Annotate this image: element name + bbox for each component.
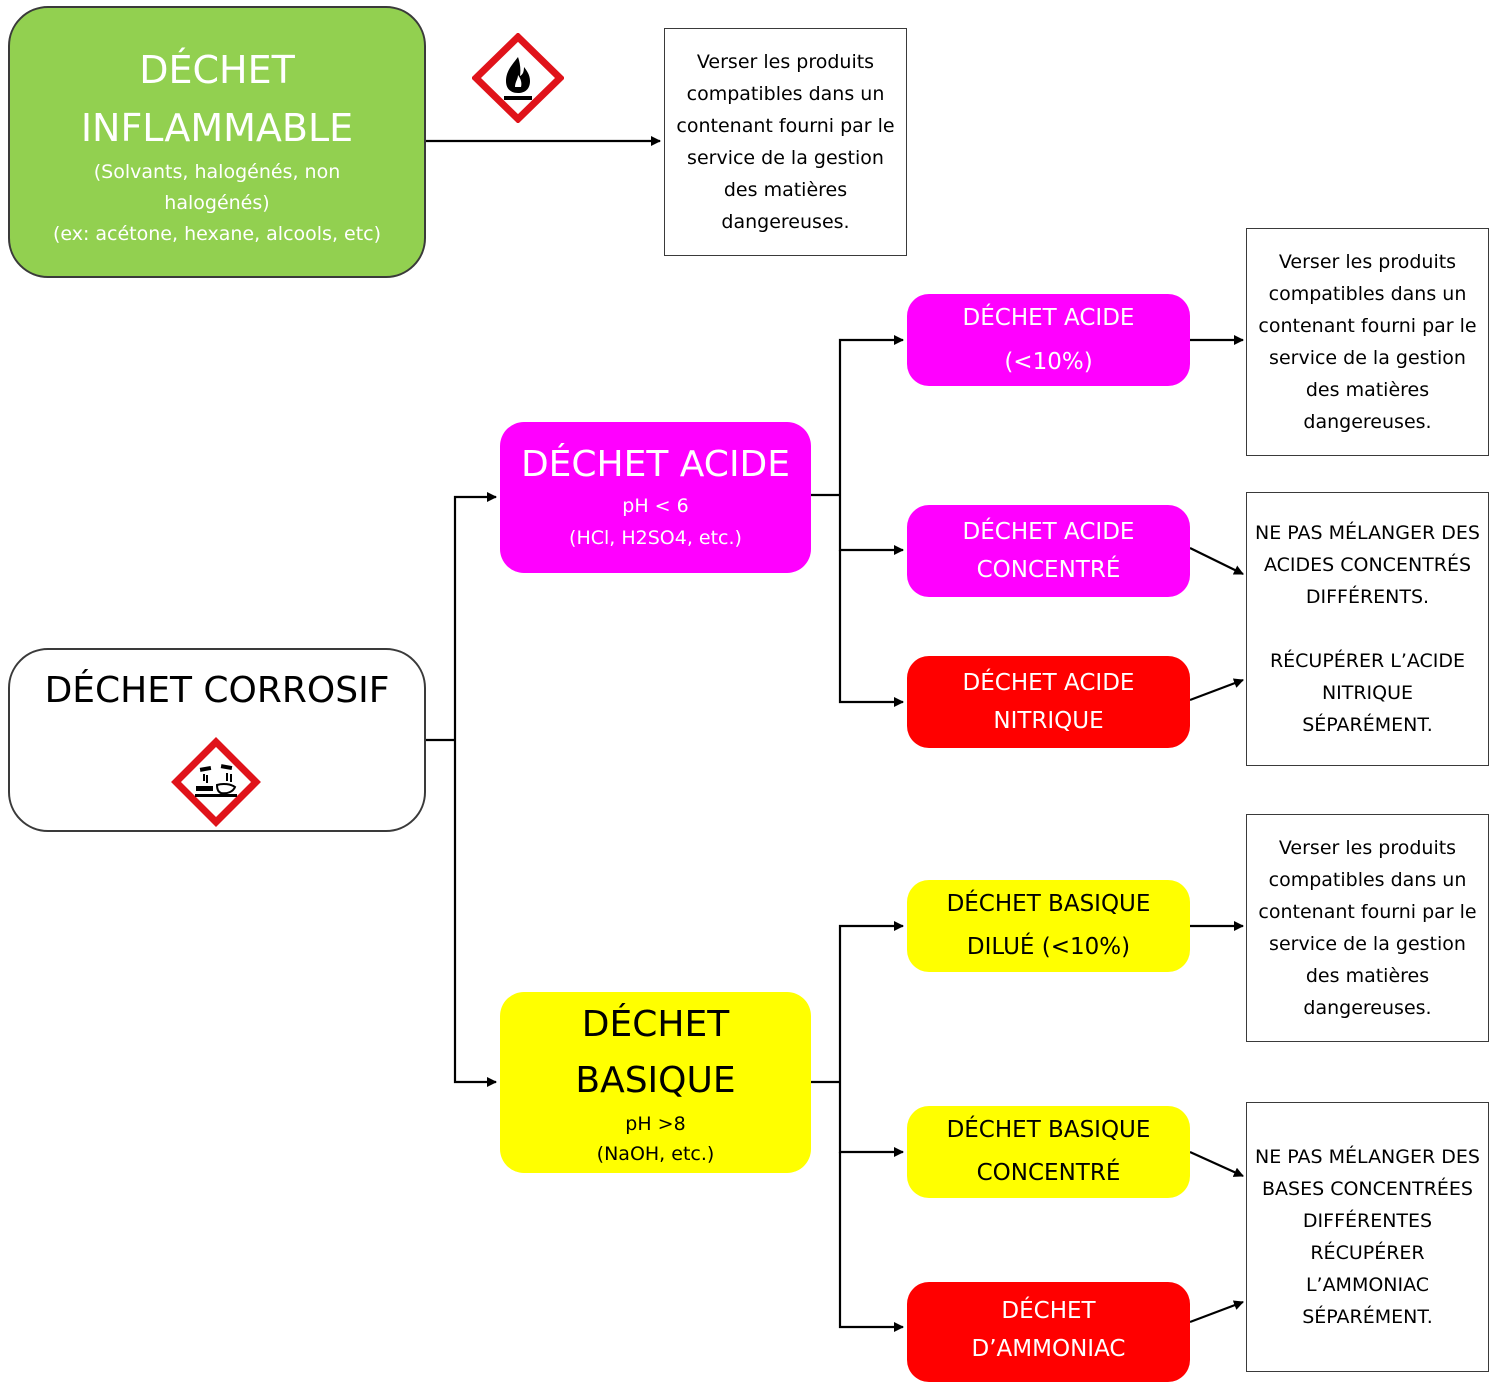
corrosive-hazard-icon <box>171 737 261 827</box>
base-to-conc <box>838 1082 904 1157</box>
corrosive-waste-node: DÉCHET CORROSIF <box>8 648 426 832</box>
base-dilute-instruction-note: Verser les produits compatibles dans un … <box>1246 814 1489 1042</box>
corrosive-title: DÉCHET CORROSIF <box>44 670 390 711</box>
base-examples: (NaOH, etc.) <box>596 1142 715 1165</box>
base-conc-arrow <box>1189 1150 1244 1178</box>
flammable-title: DÉCHET INFLAMMABLE <box>80 47 354 150</box>
acid-to-nitric <box>838 550 904 707</box>
corrosive-to-acid <box>453 492 497 740</box>
base-dilute-node: DÉCHET BASIQUE DILUÉ (<10%) <box>907 880 1190 972</box>
base-ph: pH >8 <box>625 1112 686 1135</box>
base-to-dilute <box>838 921 904 1082</box>
base-warning-note: NE PAS MÉLANGER DES BASES CONCENTRÉES DI… <box>1246 1102 1489 1372</box>
acid-to-dilute <box>838 335 904 495</box>
base-to-ammonia <box>838 1152 904 1332</box>
ammonia-arrow <box>1189 1300 1244 1324</box>
acid-examples: (HCl, H2SO4, etc.) <box>569 526 742 549</box>
acid-dilute-instruction-note: Verser les produits compatibles dans un … <box>1246 228 1489 456</box>
flammable-examples: (ex: acétone, hexane, alcools, etc) <box>52 222 382 245</box>
acid-concentrated-node: DÉCHET ACIDE CONCENTRÉ <box>907 505 1190 597</box>
acid-conc-arrow <box>1189 547 1244 575</box>
acid-warning-note: NE PAS MÉLANGER DES ACIDES CONCENTRÉS DI… <box>1246 492 1489 766</box>
acid-waste-node: DÉCHET ACIDE pH < 6 (HCl, H2SO4, etc.) <box>500 422 811 573</box>
corrosive-to-base <box>453 740 497 1087</box>
acid-nitric-arrow <box>1189 678 1244 702</box>
flammable-instruction-note: Verser les produits compatibles dans un … <box>664 28 907 256</box>
acid-dilute-node: DÉCHET ACIDE (<10%) <box>907 294 1190 386</box>
acid-title: DÉCHET ACIDE <box>520 443 791 485</box>
base-title: DÉCHET BASIQUE <box>575 1003 736 1101</box>
flame-hazard-icon <box>472 33 564 123</box>
acid-ph: pH < 6 <box>622 494 689 517</box>
ammonia-waste-node: DÉCHET D’AMMONIAC <box>907 1282 1190 1382</box>
flammable-subtitle: (Solvants, halogénés, non halogénés) <box>93 160 341 214</box>
flammable-waste-node: DÉCHET INFLAMMABLE (Solvants, halogénés,… <box>8 6 426 278</box>
acid-nitric-node: DÉCHET ACIDE NITRIQUE <box>907 656 1190 748</box>
base-waste-node: DÉCHET BASIQUE pH >8 (NaOH, etc.) <box>500 992 811 1173</box>
base-concentrated-node: DÉCHET BASIQUE CONCENTRÉ <box>907 1106 1190 1198</box>
acid-to-conc <box>838 495 904 555</box>
